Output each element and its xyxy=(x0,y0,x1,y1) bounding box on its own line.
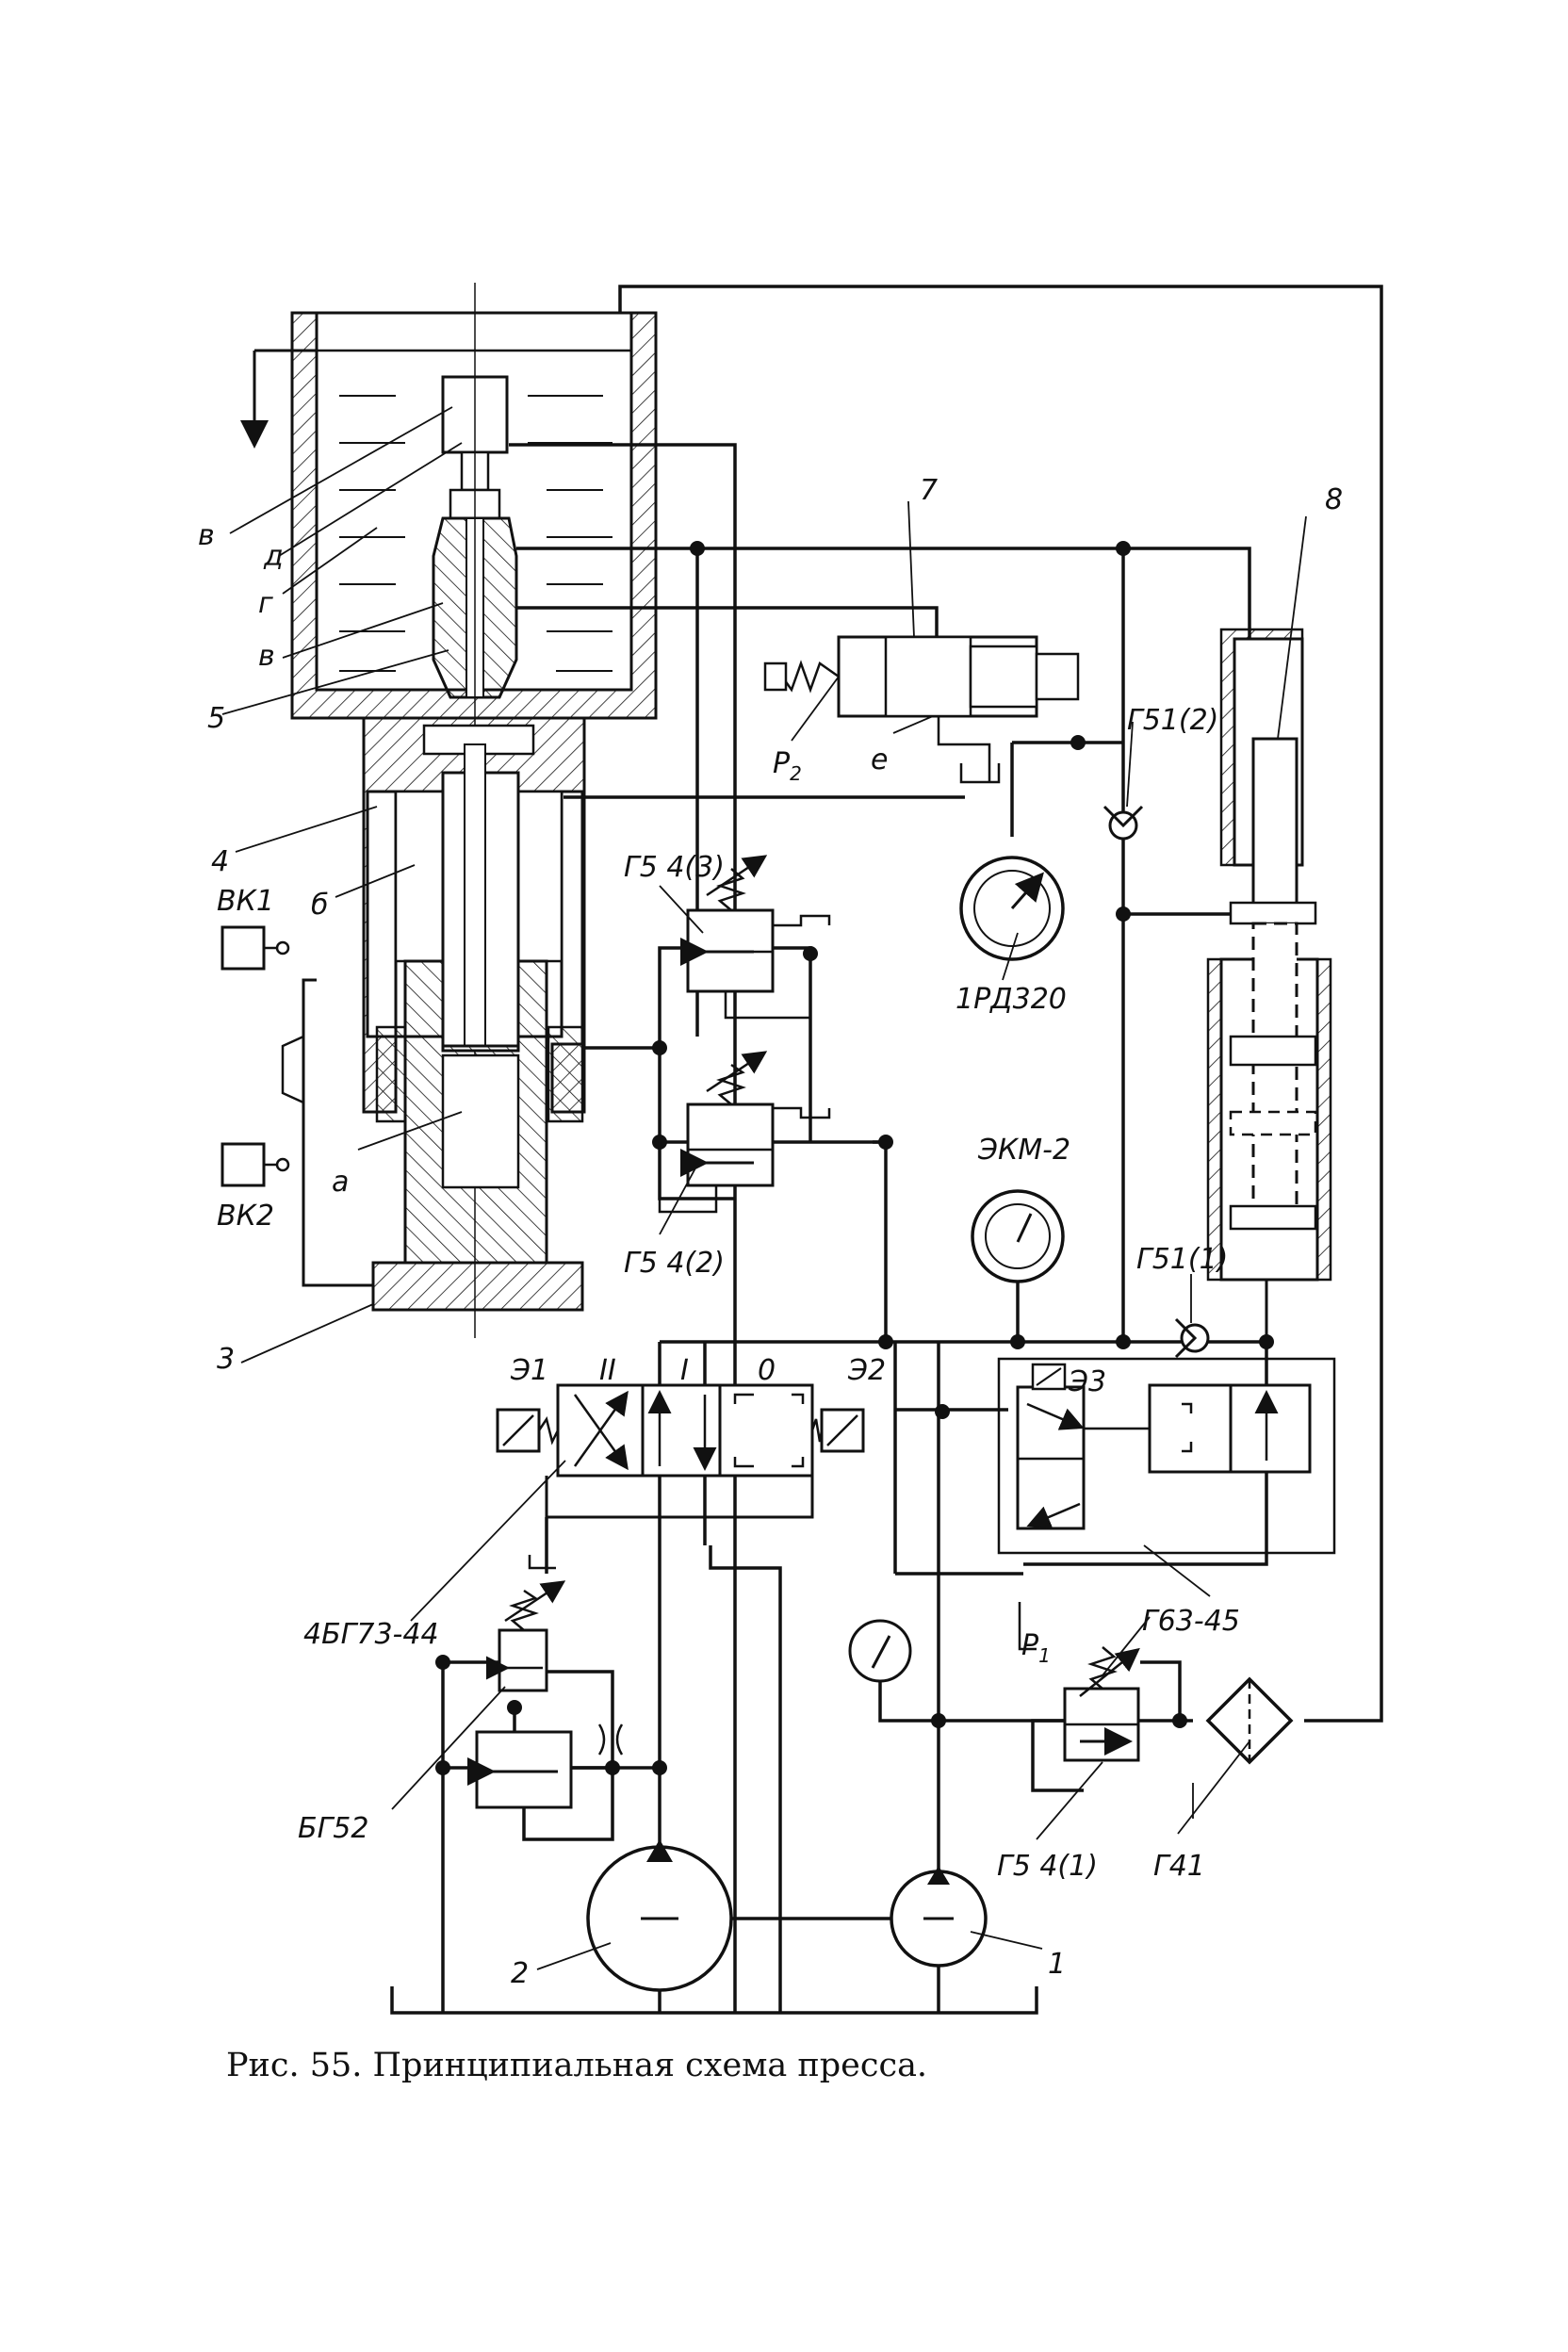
label-pos-I: I xyxy=(680,1354,689,1387)
ram-a-and-base-3 xyxy=(371,959,584,1312)
pump-2 xyxy=(586,1839,733,1992)
leader-lines xyxy=(221,406,1307,1970)
label-2: 2 xyxy=(511,1957,529,1990)
manometer xyxy=(848,1619,912,1683)
label-v-upper: в xyxy=(198,519,215,552)
label-p2: Р2 xyxy=(773,747,802,785)
label-5: 5 xyxy=(207,702,225,735)
label-v-lower: в xyxy=(258,640,275,673)
label-ekm2: ЭКМ-2 xyxy=(977,1134,1070,1167)
label-e: е xyxy=(871,743,888,776)
relief-valve-g54-3 xyxy=(680,855,831,993)
pump-1 xyxy=(890,1866,988,1968)
label-g51-2: Г51(2) xyxy=(1127,704,1218,737)
check-valve-g51-1 xyxy=(1174,1317,1210,1359)
label-g54-3: Г5 4(3) xyxy=(624,851,725,884)
label-e2: Э2 xyxy=(847,1354,886,1387)
label-e1: Э1 xyxy=(510,1354,548,1387)
label-g: г xyxy=(258,587,273,620)
label-g63-45: Г63-45 xyxy=(1142,1605,1240,1638)
directional-valve-4bg73-44 xyxy=(496,1383,865,1570)
label-a: а xyxy=(332,1166,349,1199)
valve-block-g63-45 xyxy=(997,1357,1336,1651)
label-bg52: БГ52 xyxy=(298,1812,368,1845)
label-d: д xyxy=(263,540,284,573)
figure-caption: Рис. 55. Принципиальная схема пресса. xyxy=(226,2047,928,2084)
limit-switch-vk1 xyxy=(220,925,290,971)
relay-7 xyxy=(763,635,1080,784)
contact-manometer-ekm2 xyxy=(971,1189,1065,1283)
relief-valve-g54-2 xyxy=(658,954,831,1214)
auxiliary-cylinder-8 xyxy=(1206,548,1332,1342)
relief-valve-g54-1 xyxy=(1063,1646,1140,1762)
label-1: 1 xyxy=(1048,1948,1066,1981)
label-4: 4 xyxy=(211,845,229,878)
label-4bg73-44: 4БГ73-44 xyxy=(303,1618,439,1651)
pressure-relay-1rd320 xyxy=(959,856,1065,961)
label-g54-1: Г5 4(1) xyxy=(997,1850,1098,1883)
label-b: б xyxy=(311,889,329,922)
label-1rd320: 1РД320 xyxy=(956,983,1067,1016)
label-vk1: ВК1 xyxy=(217,885,274,918)
valve-bg52 xyxy=(467,1580,624,1809)
label-g41: Г41 xyxy=(1153,1850,1205,1883)
label-vk2: ВК2 xyxy=(217,1200,274,1233)
label-7: 7 xyxy=(920,474,938,507)
label-pos-0: 0 xyxy=(758,1354,776,1387)
label-g51-1: Г51(1) xyxy=(1136,1243,1228,1276)
limit-switch-vk2 xyxy=(220,1142,290,1187)
label-g54-2: Г5 4(2) xyxy=(624,1247,725,1280)
filter-g41 xyxy=(1205,1676,1294,1765)
label-pos-II: II xyxy=(599,1354,616,1387)
label-e3: Э3 xyxy=(1068,1365,1106,1398)
check-valve-g51-2 xyxy=(1102,805,1144,841)
label-p1: Р1 xyxy=(1021,1629,1051,1667)
label-3: 3 xyxy=(217,1343,235,1376)
label-8: 8 xyxy=(1325,483,1343,516)
limit-rod xyxy=(302,978,373,1287)
